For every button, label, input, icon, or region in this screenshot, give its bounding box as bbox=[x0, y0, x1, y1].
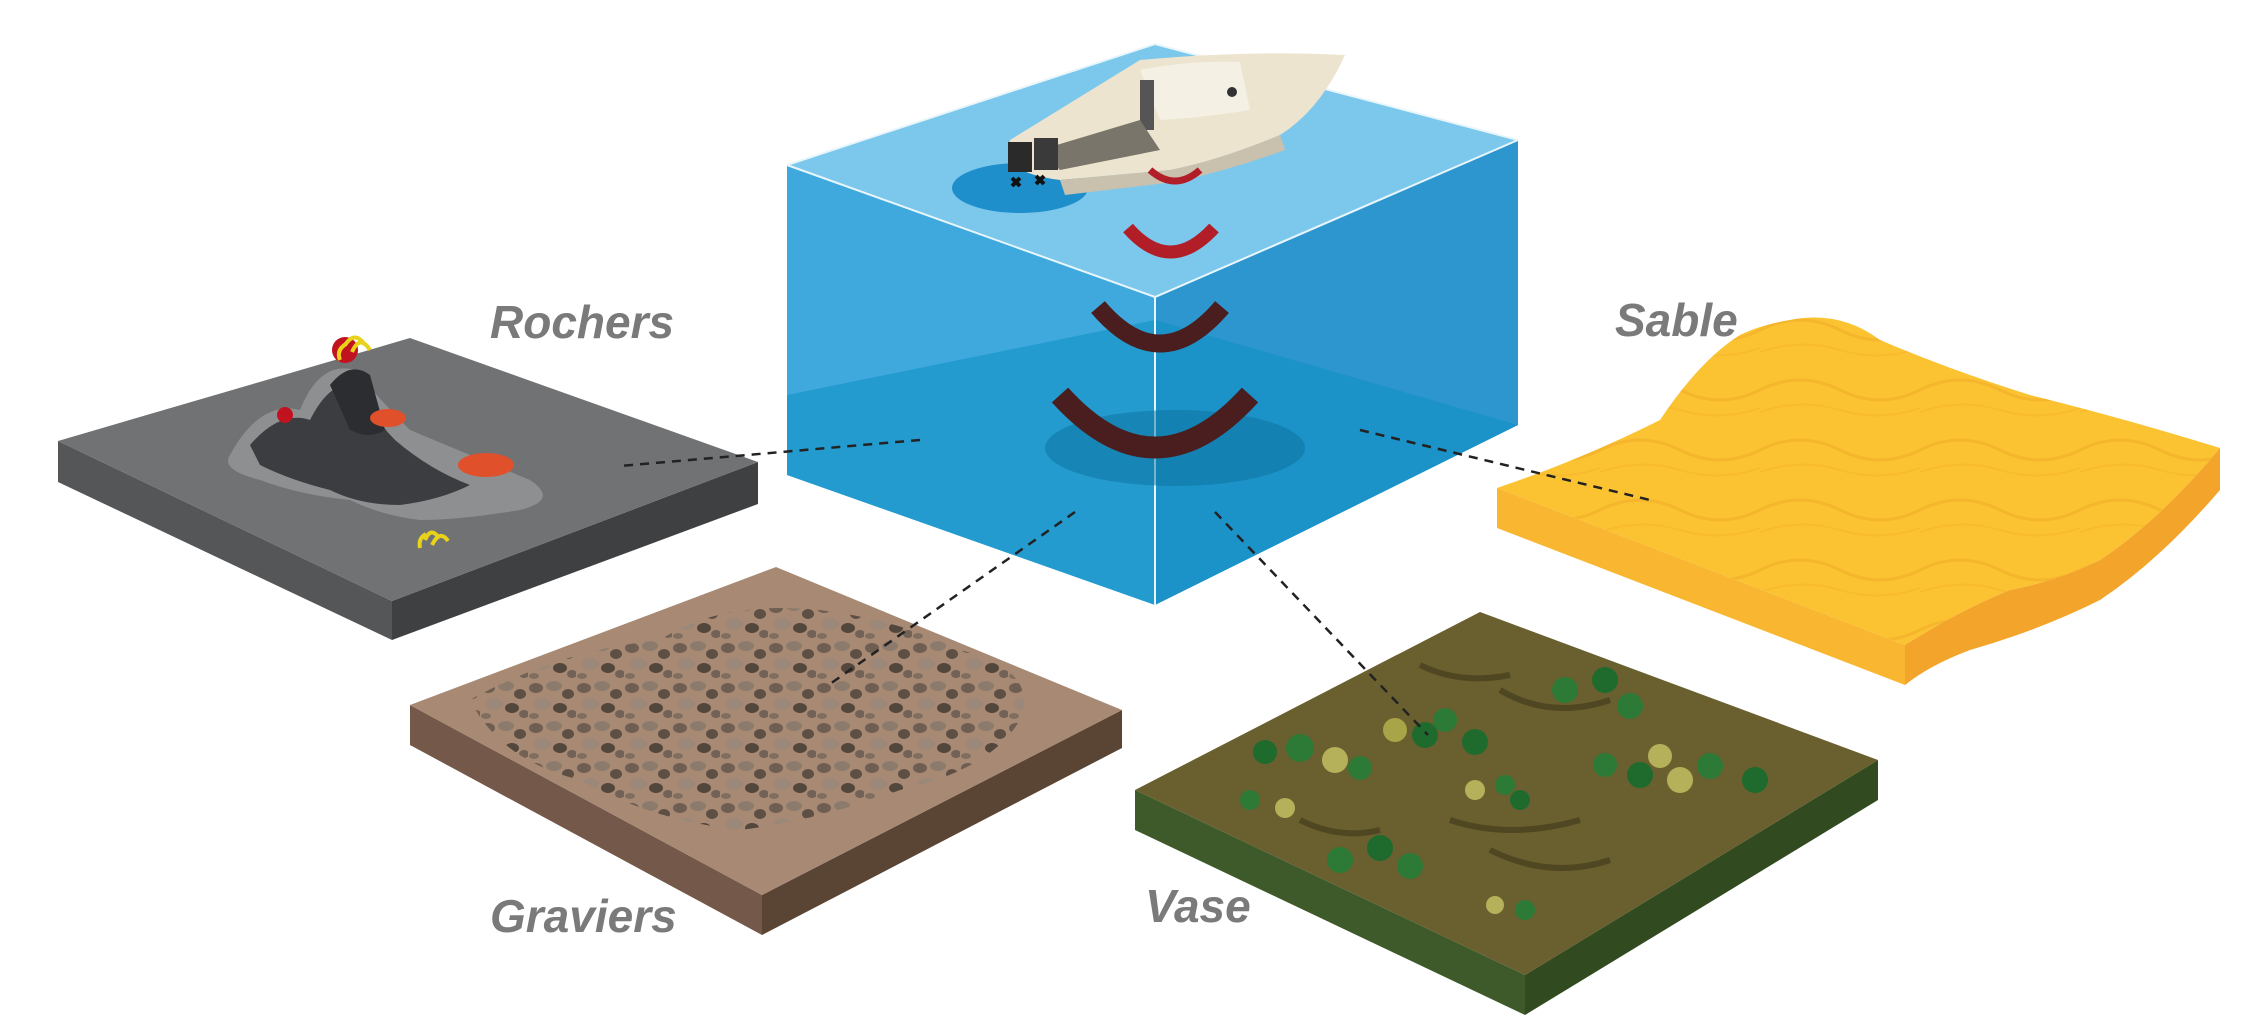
yellow-seaweed bbox=[336, 335, 372, 361]
mud-tile bbox=[1135, 612, 1878, 1015]
rocks-tile-left-side bbox=[58, 441, 392, 640]
sand-tile-front-side bbox=[1905, 448, 2220, 685]
boat-propellers bbox=[1010, 174, 1046, 188]
seagrass-clusters bbox=[1240, 667, 1768, 920]
boat-cockpit bbox=[1040, 120, 1160, 170]
gravel-tile bbox=[410, 567, 1122, 935]
orange-coral bbox=[370, 409, 406, 427]
rocks-tile-front-side bbox=[392, 462, 758, 640]
boat-cabin bbox=[1140, 61, 1250, 120]
connector-mud bbox=[1214, 511, 1429, 736]
gravel-tile-front-side bbox=[762, 710, 1122, 935]
label-mud: Vase bbox=[1145, 880, 1251, 932]
boat-engine-right bbox=[1034, 138, 1058, 170]
boat-windshield bbox=[1140, 80, 1154, 130]
mud-tile-left-side bbox=[1135, 790, 1525, 1015]
rocks-tile bbox=[58, 335, 758, 640]
sonar-wave-1 bbox=[1147, 167, 1203, 185]
connector-lines bbox=[619, 428, 1651, 736]
label-gravel: Graviers bbox=[490, 890, 677, 942]
yellow-seaweed-small bbox=[417, 530, 450, 549]
sand-tile bbox=[1497, 317, 2220, 685]
connector-gravel bbox=[829, 510, 1076, 686]
mud-ripples bbox=[1298, 662, 1611, 871]
gravel-stones bbox=[470, 608, 1024, 830]
sonar-wave-icon bbox=[1045, 167, 1305, 486]
red-coral-small bbox=[277, 407, 293, 423]
sonar-wave-2 bbox=[1123, 223, 1219, 259]
boat-hull-side bbox=[1060, 135, 1285, 195]
sand-tile-left-side bbox=[1497, 488, 1905, 685]
boat-engine-left bbox=[1008, 142, 1032, 172]
water-cube-edge-outline bbox=[786, 42, 1519, 166]
gravel-tile-left-side bbox=[410, 705, 762, 935]
rocks-cluster-dark bbox=[250, 384, 470, 505]
connector-rocks bbox=[619, 438, 921, 468]
connector-sand bbox=[1359, 428, 1651, 502]
water-cube bbox=[786, 42, 1519, 605]
label-rocks: Rochers bbox=[490, 296, 674, 348]
mud-tile-front-side bbox=[1525, 760, 1878, 1015]
motor-boat-icon bbox=[952, 53, 1345, 213]
label-sand: Sable bbox=[1615, 294, 1738, 346]
water-cube-edge-top bbox=[786, 139, 1519, 299]
boat-porthole bbox=[1227, 87, 1237, 97]
sand-ripples bbox=[1497, 317, 2220, 645]
sonar-wave-3 bbox=[1091, 301, 1229, 353]
orange-coral-large bbox=[458, 453, 514, 477]
sonar-wave-4 bbox=[1051, 387, 1259, 459]
